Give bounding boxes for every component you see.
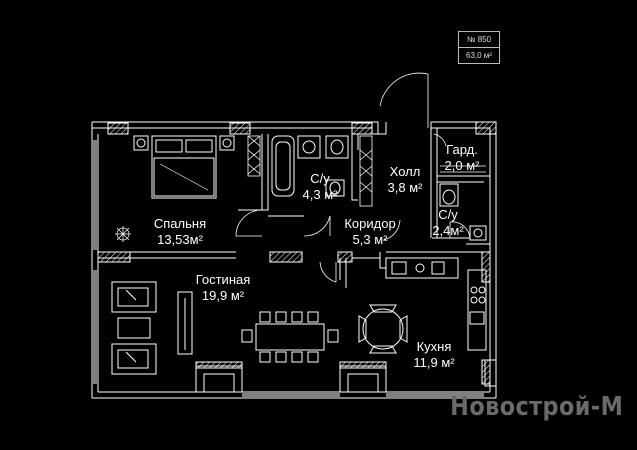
- room-area: 2,4м²: [432, 223, 464, 238]
- doors: [235, 72, 471, 283]
- room-area: 5,3 м²: [352, 232, 388, 247]
- apartment-info-box: № 850 63,0 м²: [458, 31, 500, 64]
- room-name: Кухня: [416, 339, 452, 354]
- apartment-total-area: 63,0 м²: [459, 47, 499, 63]
- room-name: Холл: [389, 164, 421, 179]
- room-area: 19,9 м²: [201, 288, 245, 303]
- room-name: Коридор: [344, 216, 396, 231]
- columns: [97, 121, 497, 385]
- room-hall: Холл 3,8 м²: [378, 164, 432, 196]
- plant: [115, 226, 131, 242]
- room-name: С/у: [438, 207, 458, 222]
- room-bedroom: Спальня 13,53м²: [130, 216, 230, 248]
- kitchen-set: [358, 257, 487, 354]
- room-bathroom-2: С/у 2,4м²: [424, 207, 472, 239]
- room-area: 11,9 м²: [413, 355, 455, 370]
- room-kitchen: Кухня 11,9 м²: [400, 339, 468, 371]
- apartment-number: № 850: [466, 35, 492, 44]
- room-bathroom-1: С/у 4,3 м²: [290, 171, 350, 203]
- bathroom-fixtures: [271, 135, 487, 241]
- sofas: [111, 281, 193, 375]
- room-wardrobe: Гард. 2,0 м²: [436, 142, 488, 174]
- watermark: Новострой-М: [449, 392, 623, 422]
- dining-table: [241, 311, 339, 363]
- room-area: 2,0 м²: [444, 158, 480, 173]
- room-corridor: Коридор 5,3 м²: [330, 216, 410, 248]
- room-name: Гостиная: [195, 272, 251, 287]
- room-name: Спальня: [153, 216, 207, 231]
- room-living: Гостиная 19,9 м²: [180, 272, 266, 304]
- wardrobe-shelves: [247, 135, 373, 207]
- walk-in-closet: [440, 165, 486, 173]
- interior-walls: [98, 122, 490, 288]
- room-name: С/у: [310, 171, 330, 186]
- room-area: 4,3 м²: [302, 187, 338, 202]
- room-area: 13,53м²: [157, 232, 203, 247]
- bed: [133, 135, 235, 199]
- room-name: Гард.: [446, 142, 478, 157]
- room-area: 3,8 м²: [387, 180, 423, 195]
